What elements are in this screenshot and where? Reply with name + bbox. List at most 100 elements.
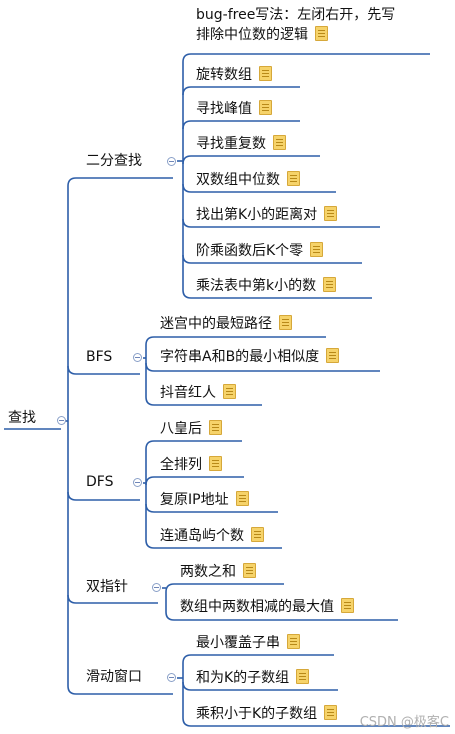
branch-connector (67, 594, 158, 604)
leaf-underline (145, 503, 278, 513)
note-icon[interactable] (209, 420, 222, 435)
leaf-underline (145, 440, 242, 450)
leaf-underline (182, 120, 300, 130)
leaf-binary-search-7[interactable]: 乘法表中第k小的数 (196, 277, 337, 295)
note-icon[interactable] (324, 705, 338, 720)
watermark: CSDN @极客C (359, 715, 449, 730)
leaf-label: 寻找峰值 (196, 101, 252, 117)
leaf-label: 迷宫中的最短路径 (160, 316, 272, 332)
leaf-underline (145, 362, 380, 372)
leaf-label: 八皇后 (160, 421, 202, 437)
leaf-sliding-window-2[interactable]: 乘积小于K的子数组 (196, 705, 338, 723)
branch-label-two-pointers[interactable]: 双指针 (86, 579, 128, 595)
leaf-underline (182, 681, 338, 691)
leaf-underline (182, 654, 334, 664)
leaf-label: 旋转数组 (196, 67, 252, 83)
leaf-binary-search-0[interactable]: bug-free写法：左闭右开，先写排除中位数的逻辑 (196, 5, 396, 45)
leaf-label: 双数组中位数 (196, 172, 280, 188)
root-collapse-toggle[interactable] (57, 416, 66, 425)
leaf-label: 最小覆盖子串 (196, 635, 280, 651)
leaf-underline (145, 336, 326, 346)
leaf-label: bug-free写法：左闭右开，先写排除中位数的逻辑 (196, 7, 396, 43)
leaf-two-pointers-1[interactable]: 数组中两数相减的最大值 (180, 598, 354, 616)
leaf-bfs-0[interactable]: 迷宫中的最短路径 (160, 315, 292, 333)
branch-label-dfs[interactable]: DFS (86, 474, 114, 490)
note-icon[interactable] (287, 171, 300, 186)
note-icon[interactable] (251, 527, 264, 542)
leaf-underline (182, 53, 430, 63)
note-icon[interactable] (296, 669, 310, 684)
leaf-label: 乘积小于K的子数组 (196, 706, 318, 722)
note-icon[interactable] (259, 66, 272, 81)
leaf-label: 连通岛屿个数 (160, 528, 244, 544)
leaf-label: 两数之和 (180, 564, 236, 580)
leaf-binary-search-1[interactable]: 旋转数组 (196, 66, 272, 84)
leaf-label: 找出第K小的距离对 (196, 207, 318, 223)
leaf-underline (182, 86, 300, 96)
sliding-window-collapse-toggle[interactable] (167, 673, 176, 682)
leaf-binary-search-3[interactable]: 寻找重复数 (196, 135, 286, 153)
branch-connector (67, 177, 173, 187)
note-icon[interactable] (243, 563, 256, 578)
leaf-label: 抖音红人 (160, 385, 216, 401)
note-icon[interactable] (235, 491, 249, 506)
note-icon[interactable] (273, 135, 286, 150)
leaf-underline (182, 155, 320, 165)
leaf-underline (145, 539, 282, 549)
note-icon[interactable] (323, 277, 337, 292)
note-icon[interactable] (310, 242, 324, 257)
branch-label-binary-search[interactable]: 二分查找 (86, 153, 142, 169)
branch-connector (67, 365, 140, 375)
leaf-sliding-window-0[interactable]: 最小覆盖子串 (196, 634, 300, 652)
leaf-underline (182, 218, 380, 228)
note-icon[interactable] (326, 348, 340, 363)
binary-search-collapse-toggle[interactable] (167, 157, 176, 166)
branch-label-sliding-window[interactable]: 滑动窗口 (86, 669, 142, 685)
leaf-underline (182, 183, 336, 193)
leaf-dfs-1[interactable]: 全排列 (160, 456, 222, 474)
leaf-binary-search-2[interactable]: 寻找峰值 (196, 100, 272, 118)
leaf-bfs-1[interactable]: 字符串A和B的最小相似度 (160, 348, 340, 366)
leaf-label: 全排列 (160, 457, 202, 473)
leaf-two-pointers-0[interactable]: 两数之和 (180, 563, 256, 581)
leaf-dfs-2[interactable]: 复原IP地址 (160, 491, 249, 509)
leaf-label: 和为K的子数组 (196, 670, 290, 686)
branch-connector (67, 491, 140, 501)
leaf-underline (165, 583, 284, 593)
leaf-underline (145, 476, 244, 486)
leaf-binary-search-4[interactable]: 双数组中位数 (196, 171, 300, 189)
leaf-label: 数组中两数相减的最大值 (180, 599, 334, 615)
note-icon[interactable] (315, 26, 328, 41)
note-icon[interactable] (223, 384, 236, 399)
leaf-underline (182, 254, 362, 264)
leaf-label: 乘法表中第k小的数 (196, 278, 317, 294)
leaf-underline (145, 396, 262, 406)
root-node-label[interactable]: 查找 (8, 410, 36, 426)
leaf-underline (165, 611, 398, 621)
leaf-dfs-0[interactable]: 八皇后 (160, 420, 222, 438)
leaf-label: 字符串A和B的最小相似度 (160, 349, 320, 365)
leaf-dfs-3[interactable]: 连通岛屿个数 (160, 527, 264, 545)
dfs-collapse-toggle[interactable] (133, 478, 142, 487)
leaf-binary-search-6[interactable]: 阶乘函数后K个零 (196, 242, 324, 260)
note-icon[interactable] (341, 598, 354, 613)
branch-label-bfs[interactable]: BFS (86, 349, 113, 365)
leaf-bfs-2[interactable]: 抖音红人 (160, 384, 236, 402)
leaf-sliding-window-1[interactable]: 和为K的子数组 (196, 669, 310, 687)
two-pointers-collapse-toggle[interactable] (152, 583, 161, 592)
leaf-underline (182, 289, 372, 299)
note-icon[interactable] (209, 456, 222, 471)
leaf-label: 寻找重复数 (196, 136, 266, 152)
leaf-label: 阶乘函数后K个零 (196, 243, 304, 259)
note-icon[interactable] (259, 100, 272, 115)
note-icon[interactable] (324, 206, 338, 221)
note-icon[interactable] (279, 315, 292, 330)
branch-connector (67, 685, 173, 695)
leaf-underline (182, 717, 450, 727)
note-icon[interactable] (287, 634, 300, 649)
leaf-binary-search-5[interactable]: 找出第K小的距离对 (196, 206, 338, 224)
bfs-collapse-toggle[interactable] (133, 353, 142, 362)
leaf-label: 复原IP地址 (160, 492, 229, 508)
